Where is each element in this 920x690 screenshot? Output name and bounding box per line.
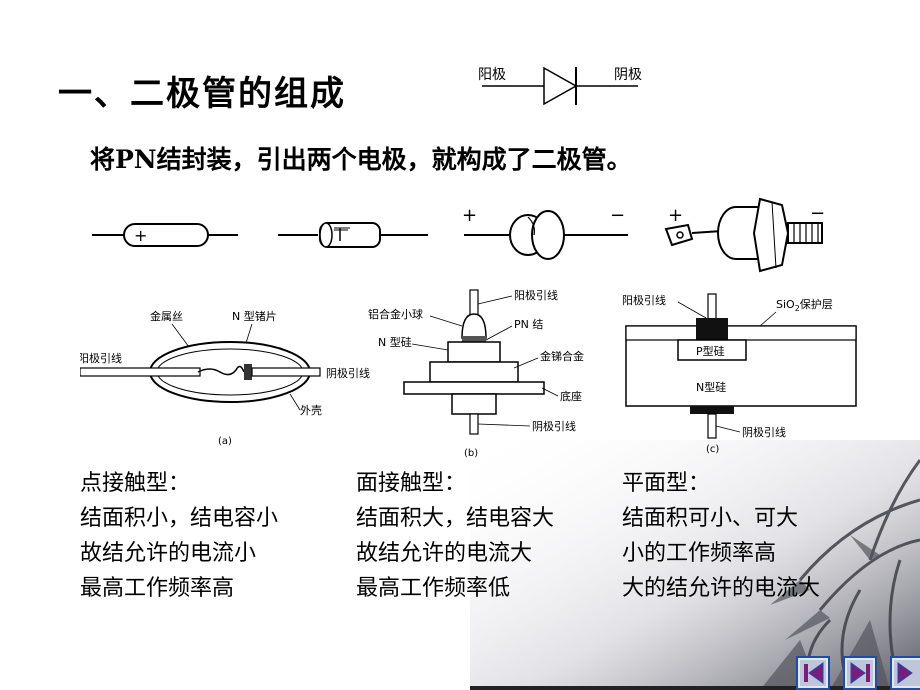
- column-junction: 面接触型： 结面积大，结电容大 故结允许的电流大 最高工作频率低: [356, 466, 554, 606]
- stud-package: + −: [664, 197, 825, 273]
- column-planar: 平面型： 结面积可小、可大 小的工作频率高 大的结允许的电流大: [622, 466, 820, 606]
- caption-c: (c): [706, 444, 719, 455]
- anode-label: 阳极: [478, 67, 506, 83]
- column-line: 故结允许的电流大: [356, 541, 533, 566]
- subtitle: 将PN结封装，引出两个电极，就构成了二极管。: [90, 145, 632, 174]
- column-line: 结面积小，结电容小: [80, 506, 279, 531]
- palm-background: [470, 440, 920, 690]
- diode-symbol: 阳极 阴极: [478, 66, 642, 106]
- plus-sign: +: [462, 205, 477, 226]
- column-line: 小的工作频率高: [622, 541, 777, 566]
- label-shell: 外壳: [300, 403, 322, 417]
- arrow-right-icon: [850, 662, 866, 684]
- label-n-ge-chip: N 型锗片: [232, 309, 277, 323]
- package-drawings: + + − + −: [92, 197, 825, 273]
- next-slide-button[interactable]: [843, 656, 877, 690]
- diagram-planar: 阳极引线 SiO2保护层 P型硅 N型硅 阴极引线 (c): [622, 293, 857, 455]
- column-line: 结面积可小、可大: [622, 506, 799, 531]
- minus-sign: −: [610, 205, 625, 226]
- column-type: 面接触型：: [356, 471, 467, 496]
- label-metal-wire: 金属丝: [150, 309, 183, 323]
- column-type: 平面型：: [622, 471, 711, 496]
- flange-package: + −: [462, 205, 628, 260]
- column-line: 结面积大，结电容大: [356, 506, 555, 531]
- caption-b: (b): [464, 448, 478, 459]
- label-c-cathode-lead: 阴极引线: [742, 425, 786, 439]
- label-c-anode-lead: 阳极引线: [622, 293, 666, 307]
- label-n-si: N 型硅: [378, 335, 412, 349]
- svg-text:−: −: [810, 203, 825, 224]
- label-p-si: P型硅: [696, 344, 725, 358]
- column-line: 大的结允许的电流大: [622, 576, 821, 601]
- page-title: 一、二极管的组成: [58, 74, 346, 114]
- arrow-left-icon: [808, 662, 824, 684]
- caption-a: (a): [218, 436, 232, 447]
- label-b-anode-lead: 阳极引线: [514, 288, 558, 302]
- first-bar-icon: [804, 664, 808, 682]
- label-al-ball: 铝合金小球: [368, 307, 423, 321]
- label-c-n-si: N型硅: [696, 380, 726, 394]
- glass-package: +: [92, 223, 238, 247]
- label-b-cathode-lead: 阴极引线: [532, 419, 576, 433]
- cylinder-package: [278, 222, 428, 248]
- column-line: 最高工作频率高: [80, 576, 235, 601]
- column-line: 最高工作频率低: [356, 576, 511, 601]
- last-slide-button[interactable]: [890, 656, 920, 690]
- label-pn-junction: PN 结: [514, 318, 543, 331]
- cathode-label: 阴极: [614, 67, 642, 83]
- svg-text:+: +: [134, 226, 147, 245]
- end-bar-icon: [866, 664, 870, 682]
- svg-text:+: +: [668, 205, 683, 226]
- column-line: 故结允许的电流小: [80, 541, 257, 566]
- label-sio2: SiO2保护层: [776, 297, 833, 313]
- diagram-junction: 阳极引线 铝合金小球 PN 结 N 型硅 金锑合金 底座 阴极引线 (b): [368, 288, 584, 459]
- label-base: 底座: [560, 389, 582, 403]
- column-type: 点接触型：: [80, 471, 191, 496]
- first-slide-button[interactable]: [796, 656, 830, 690]
- diagram-point-contact: 金属丝 N 型锗片 阳极引线 阴极引线 外壳 (a): [80, 309, 370, 447]
- arrow-right-icon: [897, 662, 913, 684]
- label-cathode-lead: 阴极引线: [326, 366, 370, 380]
- label-anode-lead: 阳极引线: [80, 351, 122, 365]
- column-point-contact: 点接触型： 结面积小，结电容小 故结允许的电流小 最高工作频率高: [80, 466, 278, 606]
- label-au-sb-alloy: 金锑合金: [540, 349, 584, 363]
